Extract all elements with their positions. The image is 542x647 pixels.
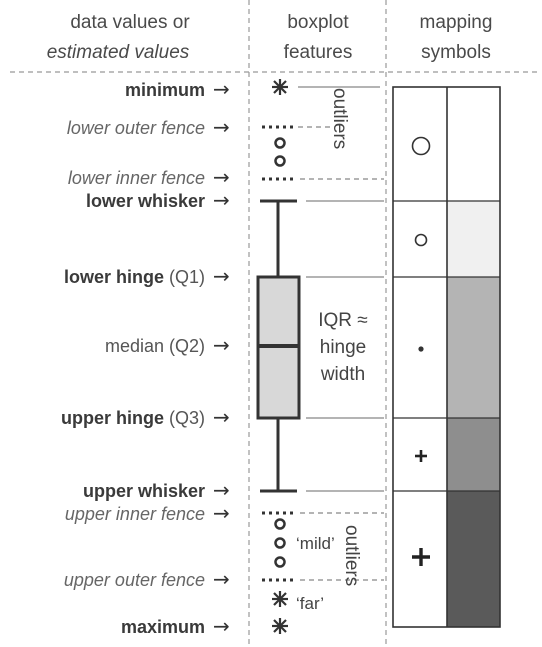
arrow-icon: →	[213, 614, 230, 638]
mapping-table	[392, 86, 501, 628]
label-upper-hinge: upper hinge(Q3)	[61, 408, 205, 428]
fence-guide-lines	[298, 126, 384, 581]
arrow-icon: →	[213, 188, 230, 212]
label-lower-hinge: lower hinge(Q1)	[64, 267, 205, 287]
header-features: features	[284, 42, 353, 63]
label-lower-inner-fence: lower inner fence	[68, 168, 205, 188]
star-icon	[272, 591, 288, 607]
annotation-mild: ‘mild’	[296, 534, 335, 553]
header-mapping: mapping	[420, 12, 493, 33]
annotation-iqr-line3: width	[320, 364, 365, 385]
star-icon	[272, 618, 288, 634]
label-median: median (Q2)	[105, 336, 205, 356]
guide-lines	[298, 86, 384, 492]
large-circle-symbol-icon	[411, 136, 431, 156]
shade-swatch-2	[447, 201, 500, 277]
header-data-values: data values or	[70, 12, 190, 33]
arrow-icon: →	[213, 165, 230, 189]
header-symbols: symbols	[421, 42, 491, 63]
arrow-icon: →	[213, 77, 230, 101]
annotation-outliers-bottom: outliers	[341, 525, 362, 586]
arrow-icon: →	[213, 264, 230, 288]
header-estimated-values: estimated values	[47, 42, 190, 63]
label-maximum: maximum	[121, 617, 205, 637]
arrow-icon: →	[213, 478, 230, 502]
arrow-icon: →	[213, 567, 230, 591]
arrow-icons: → → → → → → → → → → →	[213, 77, 230, 638]
shade-swatch-4	[447, 418, 500, 491]
outlier-circle-icon	[274, 537, 286, 549]
label-upper-inner-fence: upper inner fence	[65, 504, 205, 524]
annotation-iqr-line1: IQR ≈	[318, 310, 368, 331]
large-plus-symbol-icon	[412, 548, 430, 566]
annotation-outliers-top: outliers	[329, 88, 350, 149]
label-upper-outer-fence: upper outer fence	[64, 570, 205, 590]
boxplot	[256, 79, 301, 634]
outlier-circle-icon	[274, 155, 286, 167]
shade-swatch-1	[447, 87, 500, 201]
shade-swatch-5	[447, 491, 500, 627]
outlier-circle-icon	[274, 137, 286, 149]
header-boxplot: boxplot	[287, 12, 349, 33]
star-icon	[272, 79, 288, 95]
annotation-far: ‘far’	[296, 594, 324, 613]
outlier-circle-icon	[274, 556, 286, 568]
label-lower-outer-fence: lower outer fence	[67, 118, 205, 138]
label-lower-whisker: lower whisker	[86, 191, 205, 211]
arrow-icon: →	[213, 405, 230, 429]
outlier-circle-icon	[274, 518, 286, 530]
label-minimum: minimum	[125, 80, 205, 100]
label-upper-whisker: upper whisker	[83, 481, 205, 501]
annotation-iqr-line2: hinge	[320, 337, 367, 358]
small-plus-symbol-icon	[415, 450, 427, 462]
small-circle-symbol-icon	[414, 233, 428, 247]
shade-swatch-3	[447, 277, 500, 418]
arrow-icon: →	[213, 501, 230, 525]
arrow-icon: →	[213, 333, 230, 357]
arrow-icon: →	[213, 115, 230, 139]
dot-symbol-icon	[418, 346, 424, 352]
